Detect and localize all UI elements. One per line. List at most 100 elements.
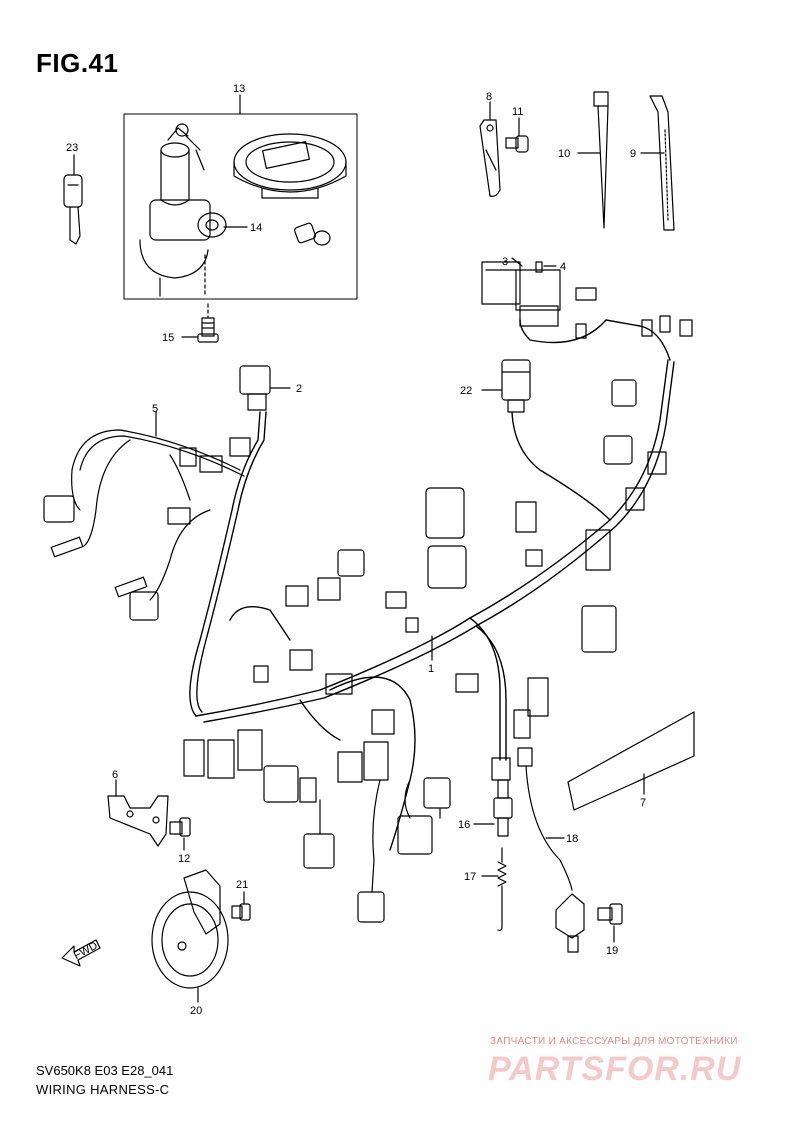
callout-12: 12 — [178, 853, 190, 865]
connector-center-b[interactable] — [317, 577, 341, 601]
connector-center-a[interactable] — [337, 549, 365, 577]
connector-lower-g[interactable] — [363, 741, 389, 781]
connector-lower-b[interactable] — [207, 739, 235, 779]
ignition-switch[interactable] — [139, 123, 227, 297]
connector-lower-l[interactable] — [357, 891, 385, 923]
connector-right-a[interactable] — [611, 379, 637, 407]
main-harness[interactable] — [189, 319, 675, 851]
forward-arrow-icon — [61, 939, 101, 967]
horn-20[interactable] — [151, 869, 229, 989]
ecu-connector-a[interactable] — [425, 487, 465, 539]
callout-22: 22 — [460, 385, 472, 397]
cable-tie-10[interactable] — [593, 91, 609, 229]
connector-lower-d[interactable] — [263, 765, 299, 803]
connector-lower-k[interactable] — [303, 833, 335, 869]
bolt-12[interactable] — [169, 817, 191, 837]
connector-right-b[interactable] — [603, 435, 633, 465]
spring-17[interactable] — [497, 847, 507, 932]
ecu-connector-b[interactable] — [427, 545, 467, 589]
sensor-18[interactable] — [555, 893, 585, 953]
callout-21: 21 — [236, 879, 248, 891]
callout-8: 8 — [486, 91, 492, 103]
connector-lower-n[interactable] — [527, 677, 549, 717]
terminal-left-a[interactable] — [50, 536, 84, 558]
callout-1: 1 — [428, 663, 434, 675]
bracket-8[interactable] — [479, 119, 501, 197]
ignition-set-box — [123, 113, 358, 300]
callout-16: 16 — [458, 819, 470, 831]
sub-harness-5[interactable] — [71, 429, 245, 601]
connector-left-d[interactable] — [199, 455, 223, 473]
callout-5: 5 — [152, 403, 158, 415]
fuel-cap-lock[interactable] — [233, 133, 347, 199]
connector-right-c[interactable] — [647, 451, 667, 475]
key[interactable] — [63, 174, 83, 245]
connector-top-e[interactable] — [575, 323, 587, 339]
connector-left-e[interactable] — [229, 437, 251, 457]
connector-mid-b[interactable] — [525, 549, 543, 567]
connector-lower-p[interactable] — [491, 757, 511, 781]
relay-22[interactable] — [501, 359, 531, 413]
connector-right-d[interactable] — [625, 487, 645, 511]
connector-left-f[interactable] — [129, 591, 159, 621]
connector-center-e[interactable] — [405, 617, 419, 633]
figure-name: WIRING HARNESS-C — [36, 1082, 170, 1097]
bolt-19[interactable] — [597, 903, 623, 925]
connector-lower-q[interactable] — [517, 747, 533, 767]
connector-right-f[interactable] — [581, 605, 617, 653]
callout-18: 18 — [566, 833, 578, 845]
connector-lower-c[interactable] — [237, 729, 263, 771]
connector-top-d[interactable] — [679, 319, 693, 337]
connector-2[interactable] — [239, 365, 271, 411]
connector-mid-a[interactable] — [515, 501, 537, 533]
connector-left-b[interactable] — [167, 507, 191, 525]
bolt-15[interactable] — [197, 317, 219, 343]
bolt-21[interactable] — [231, 903, 251, 921]
connector-center-f[interactable] — [289, 649, 313, 671]
connector-lower-m[interactable] — [455, 673, 479, 693]
bracket-6[interactable] — [107, 795, 169, 847]
connector-lower-a[interactable] — [183, 739, 205, 777]
callout-23: 23 — [66, 142, 78, 154]
model-code: SV650K8 E03 E28_041 — [36, 1063, 174, 1078]
callout-labels: 1 2 3 4 5 6 7 8 9 10 11 12 13 14 15 16 1… — [66, 83, 646, 1017]
connector-center-c[interactable] — [285, 585, 309, 607]
callout-9: 9 — [630, 148, 636, 160]
connector-top-b[interactable] — [641, 319, 653, 337]
callout-17: 17 — [464, 871, 476, 883]
connector-left-a[interactable] — [43, 495, 75, 523]
forward-arrow-label: FWD — [72, 940, 100, 962]
connector-lower-e[interactable] — [299, 777, 317, 803]
connector-lower-o[interactable] — [513, 709, 531, 739]
connector-center-h[interactable] — [325, 673, 353, 695]
screw-11[interactable] — [505, 135, 529, 153]
connector-top-c[interactable] — [659, 315, 671, 333]
connector-left-c[interactable] — [179, 447, 197, 467]
connector-lower-h[interactable] — [371, 709, 395, 735]
callout-11: 11 — [512, 106, 523, 118]
connector-right-e[interactable] — [585, 529, 611, 571]
terminal-left-b[interactable] — [114, 576, 148, 598]
callout-2: 2 — [296, 383, 302, 395]
lock-cylinder[interactable] — [294, 222, 331, 246]
harness-tape-7[interactable] — [567, 711, 695, 811]
connector-lower-j[interactable] — [397, 815, 433, 855]
callout-19: 19 — [606, 945, 618, 957]
connector-top-a[interactable] — [575, 287, 597, 301]
cable-tie-9[interactable] — [649, 95, 675, 231]
switch-16[interactable] — [493, 779, 513, 837]
callout-15: 15 — [162, 332, 174, 344]
figure-title: FIG.41 — [36, 48, 119, 78]
connector-lower-i[interactable] — [423, 777, 451, 809]
callout-13: 13 — [233, 83, 245, 95]
leader-3 — [511, 257, 523, 267]
connector-center-g[interactable] — [253, 665, 269, 683]
callout-7: 7 — [640, 797, 646, 809]
connector-lower-f[interactable] — [337, 751, 363, 783]
fuse-4[interactable] — [535, 261, 543, 273]
relay-block[interactable] — [481, 261, 561, 327]
callout-14: 14 — [250, 222, 262, 234]
callout-20: 20 — [190, 1005, 202, 1017]
connector-center-d[interactable] — [385, 591, 407, 609]
